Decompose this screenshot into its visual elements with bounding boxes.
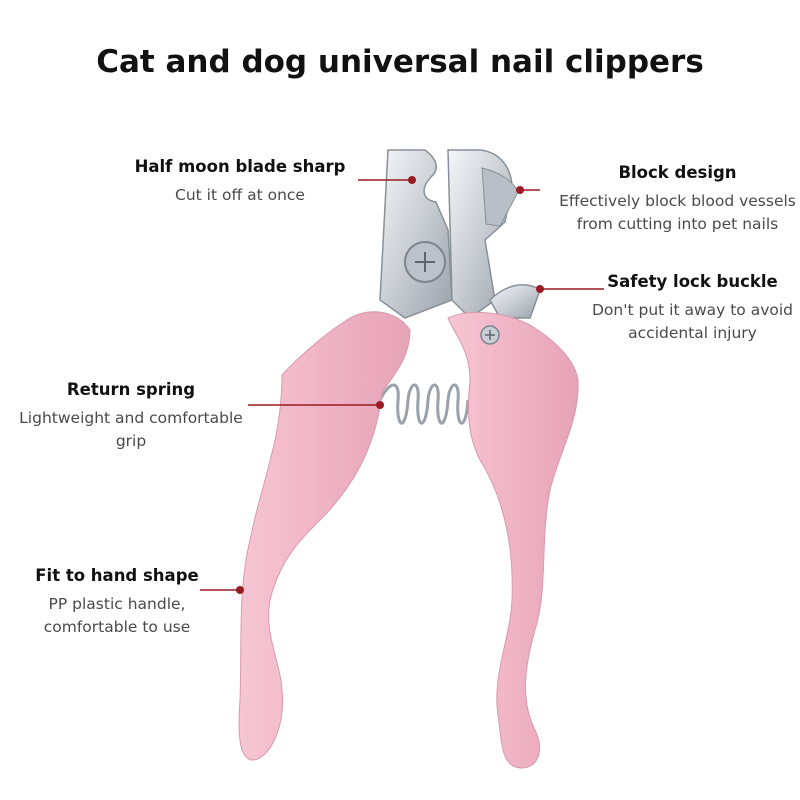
callout-spring-desc-line: Lightweight and comfortable [19,409,243,427]
hand-dot [236,586,244,594]
callout-lock-desc-line: accidental injury [628,324,757,342]
callout-spring-heading: Return spring [66,380,196,399]
callout-hand: Fit to hand shape PP plastic handle, com… [22,566,212,639]
left-handle [238,311,411,761]
steel-blades [379,149,519,319]
callout-spring-desc: Lightweight and comfortable grip [0,407,262,453]
page-title: Cat and dog universal nail clippers [96,44,704,80]
safety-lock-buckle [489,284,541,319]
return-spring [378,383,470,425]
callout-spring-desc-line: grip [115,432,147,450]
callout-dots [236,176,544,594]
callout-block-desc: Effectively block blood vessels from cut… [550,190,800,236]
callout-hand-heading: Fit to hand shape [35,566,199,585]
callout-lock-desc-line: Don't put it away to avoid [591,301,794,319]
callout-blade: Half moon blade sharp Cut it off at once [110,157,370,207]
spring-dot [376,401,384,409]
blade-dot [408,176,416,184]
callout-hand-desc-line: PP plastic handle, [48,595,186,613]
callout-blade-desc: Cut it off at once [110,184,370,207]
callout-blade-desc-line: Cut it off at once [175,186,305,204]
callout-block-desc-line: from cutting into pet nails [576,215,779,233]
right-handle [447,311,579,769]
callout-block-desc-line: Effectively block blood vessels [559,192,796,210]
callout-spring: Return spring Lightweight and comfortabl… [0,380,262,453]
lock-dot [536,285,544,293]
callout-hand-desc-line: comfortable to use [43,618,191,636]
block-dot [516,186,524,194]
callout-blade-heading: Half moon blade sharp [134,157,346,176]
callout-lock: Safety lock buckle Don't put it away to … [585,272,800,345]
callout-block-heading: Block design [618,163,737,182]
callout-leaders [200,179,604,591]
callout-block: Block design Effectively block blood ves… [550,163,800,236]
callout-lock-desc: Don't put it away to avoid accidental in… [585,299,800,345]
callout-hand-desc: PP plastic handle, comfortable to use [22,593,212,639]
callout-lock-heading: Safety lock buckle [607,272,778,291]
